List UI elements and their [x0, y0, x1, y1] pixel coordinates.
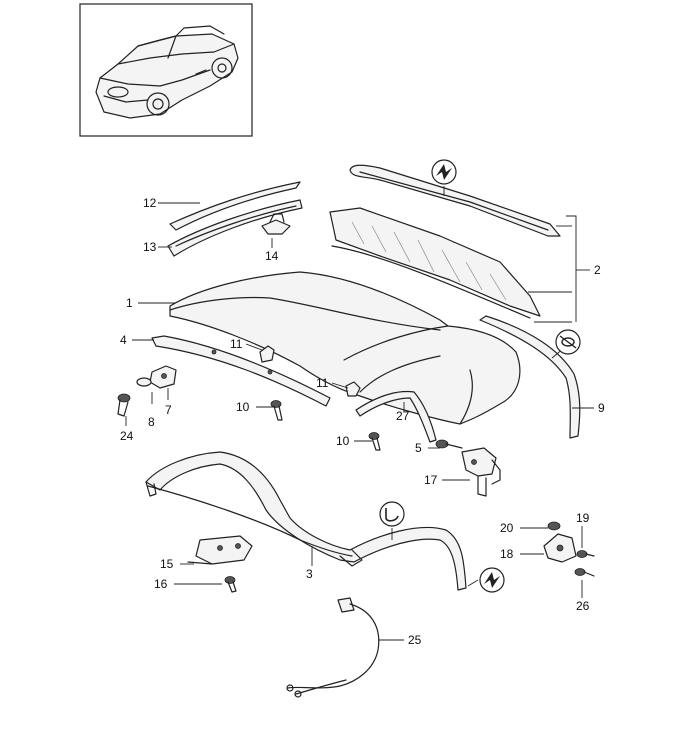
part-11-clip-b [345, 381, 361, 397]
part-18-bracket [543, 533, 577, 563]
part-16-screw [224, 576, 237, 593]
callout-11-a: 11 [230, 337, 243, 351]
callout-5: 5 [415, 441, 422, 455]
hook-symbol-icon [379, 501, 405, 527]
roadster-car-icon [95, 25, 239, 119]
part-4-front-bow [151, 335, 331, 407]
part-10-screw-a [270, 400, 283, 421]
part-25-cable [286, 597, 380, 698]
callout-15: 15 [160, 557, 174, 571]
callout-1: 1 [126, 296, 133, 310]
callout-20: 20 [500, 521, 514, 535]
callout-16: 16 [154, 577, 168, 591]
part-5-screw [435, 439, 463, 449]
part-24-screw [117, 393, 131, 417]
part-8-washer [136, 377, 152, 387]
callout-27: 27 [396, 409, 410, 423]
part-10-screw-b [368, 432, 381, 451]
callout-2: 2 [594, 263, 601, 277]
part-7-bracket [149, 365, 177, 389]
callout-12: 12 [143, 196, 157, 210]
part-14-clip [261, 213, 291, 235]
part-2-rear-window-assembly [329, 164, 561, 319]
adhesive-symbol-icon [431, 159, 457, 185]
callout-14: 14 [265, 249, 279, 263]
part-17-latch [461, 447, 501, 497]
part-1-top-cover [169, 271, 521, 425]
part-15-hinge [187, 535, 253, 565]
part-12-trim-strip [169, 181, 301, 231]
vehicle-thumbnail [79, 3, 253, 137]
part-27-side-strip [355, 390, 437, 443]
part-20-nut [547, 521, 561, 531]
adhesive-symbol-icon [479, 567, 505, 593]
callout-13: 13 [143, 240, 157, 254]
part-3-top-frame [145, 451, 467, 591]
clip-symbol-icon [555, 329, 581, 355]
part-9-side-seal [479, 315, 581, 439]
part-11-clip-a [259, 345, 275, 363]
leader-lines [125, 186, 594, 641]
callout-4: 4 [120, 333, 127, 347]
callout-10-b: 10 [336, 434, 350, 448]
callout-19: 19 [576, 511, 590, 525]
callout-11-b: 11 [316, 376, 329, 390]
callout-18: 18 [500, 547, 514, 561]
callout-26: 26 [576, 599, 590, 613]
part-19-screw [576, 550, 595, 558]
callout-17: 17 [424, 473, 438, 487]
callout-24: 24 [120, 429, 134, 443]
part-13-trim-strip [167, 199, 303, 257]
part-26-screw [574, 568, 595, 577]
callout-10-a: 10 [236, 400, 250, 414]
callout-8: 8 [148, 415, 155, 429]
callout-9: 9 [598, 401, 605, 415]
callout-3: 3 [306, 567, 313, 581]
callout-25: 25 [408, 633, 422, 647]
callout-7: 7 [165, 403, 172, 417]
